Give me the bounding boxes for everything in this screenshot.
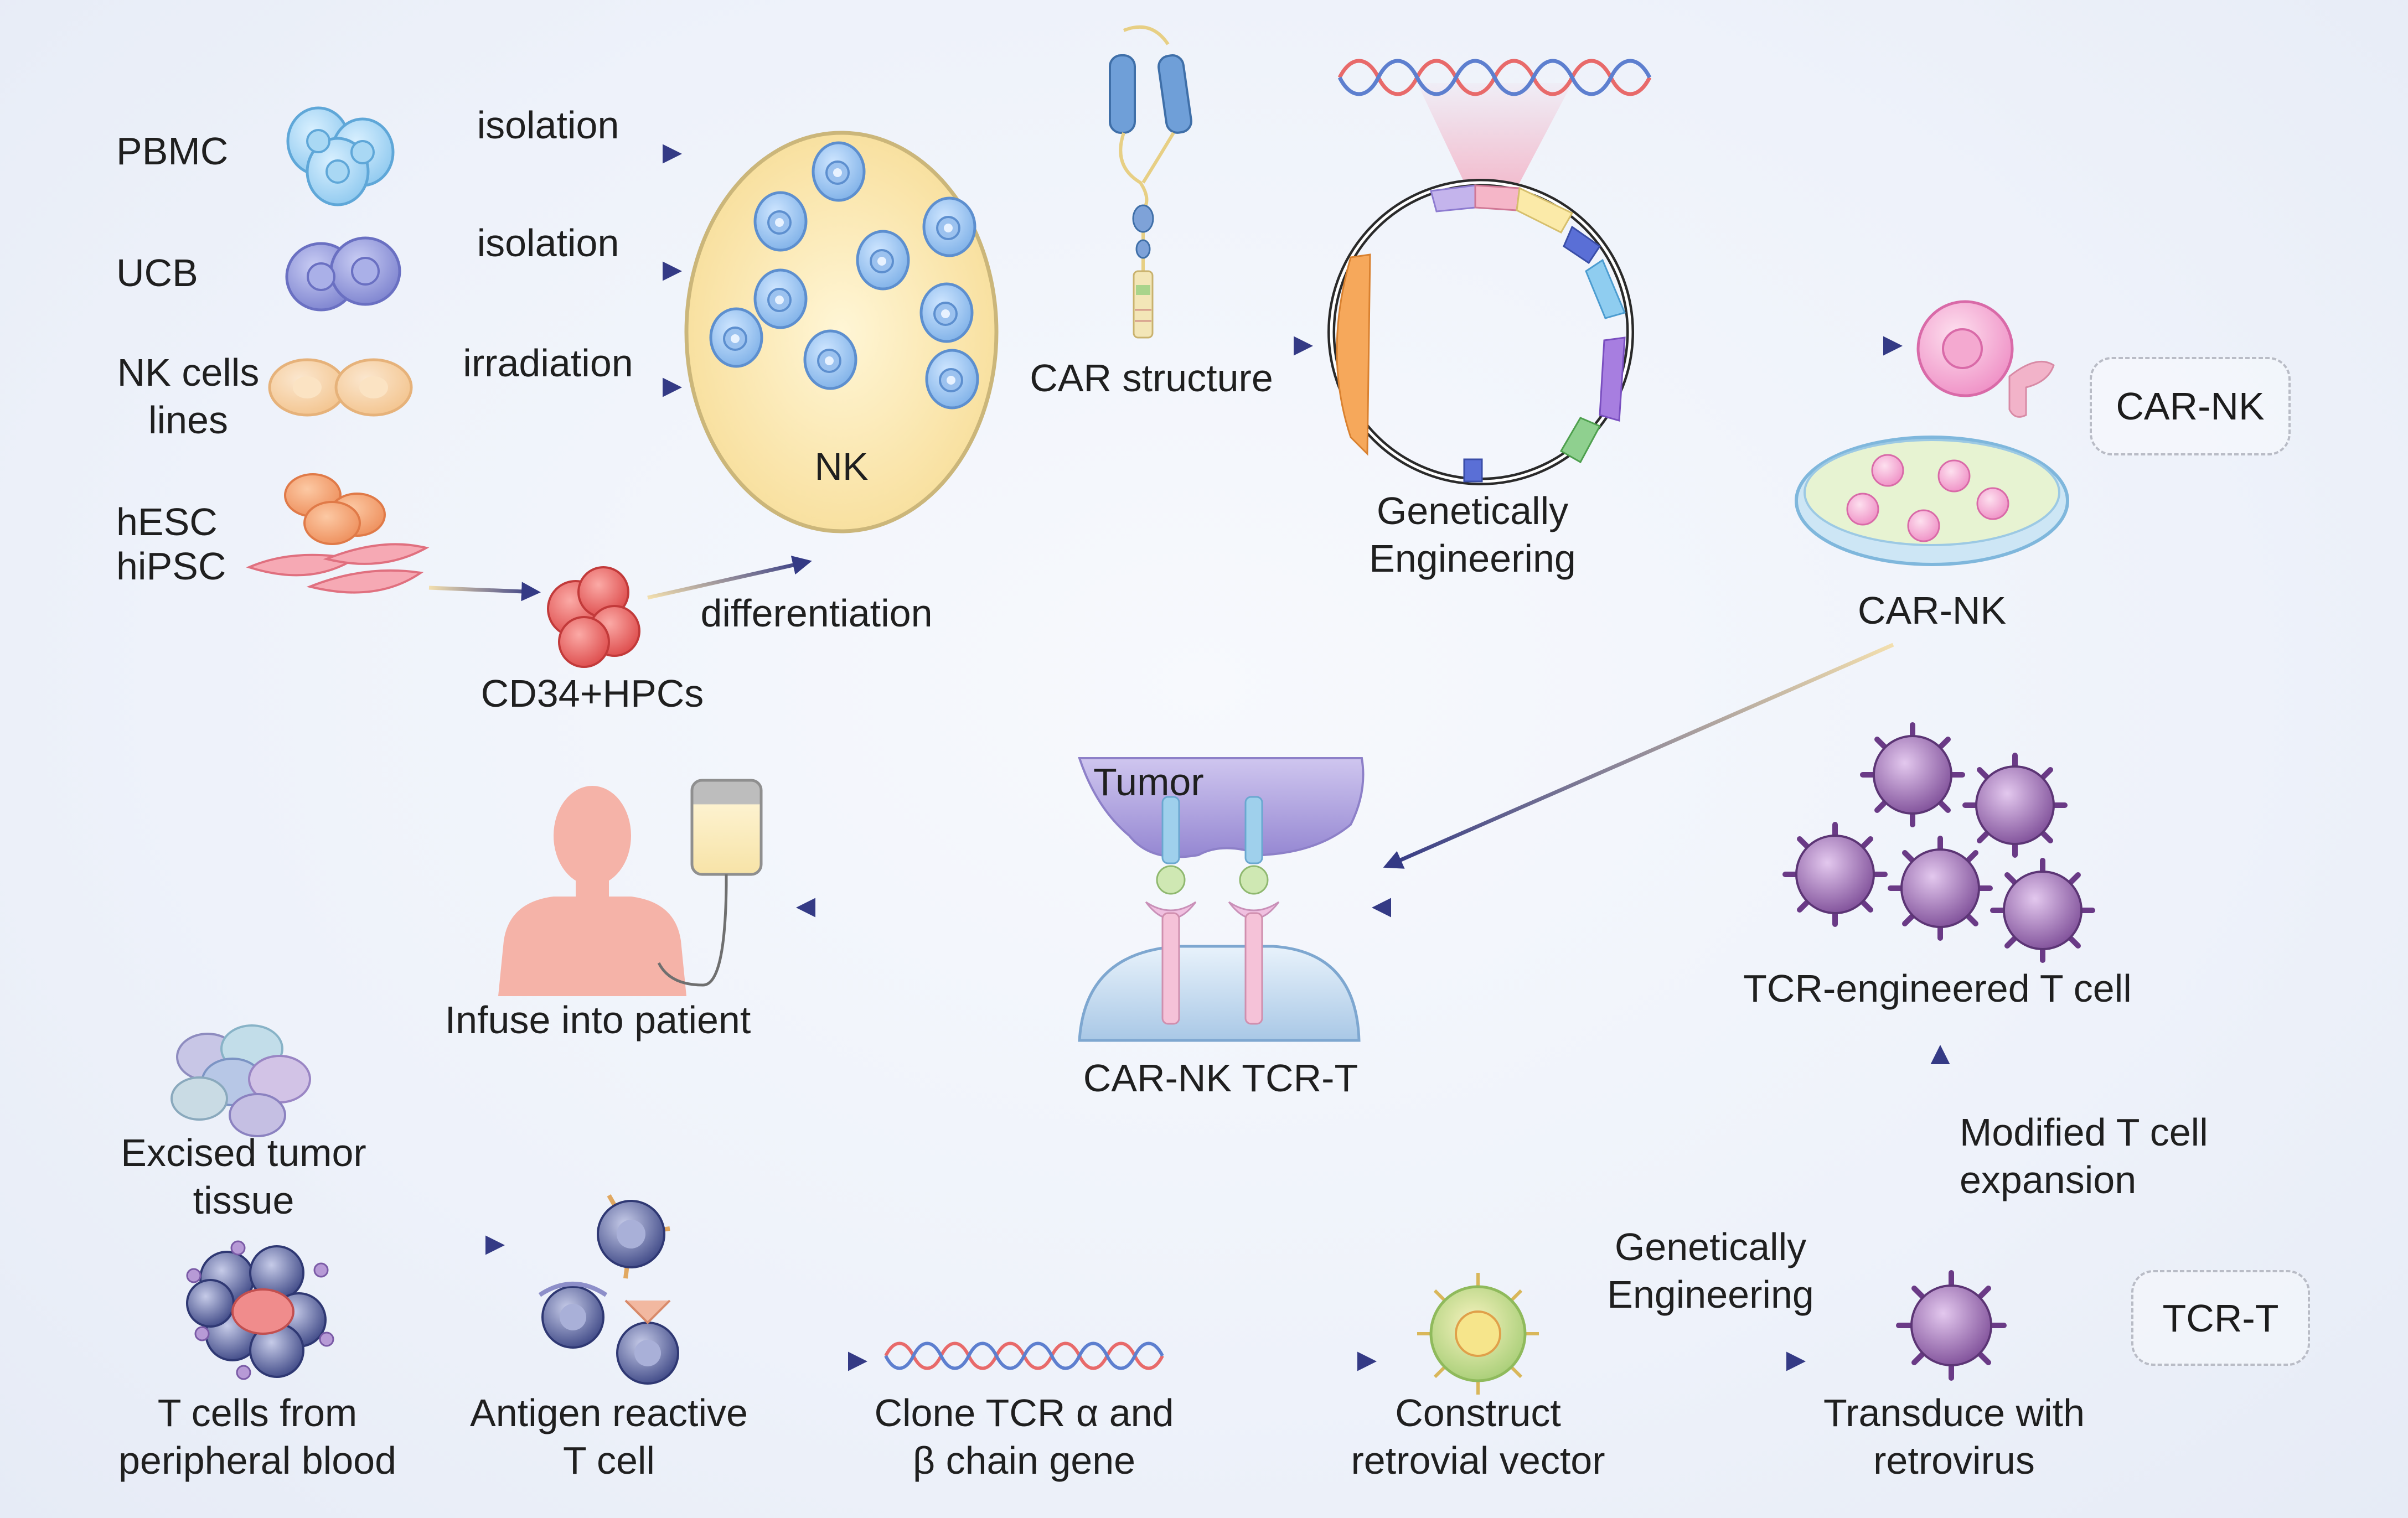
tumor-label: Tumor xyxy=(1093,760,1204,804)
tcr-engineered-t-cell-label: TCR-engineered T cell xyxy=(1743,967,2132,1010)
excised-tumor-tissue-icon xyxy=(170,1024,311,1137)
peripheral-t-cells-label-1: T cells from xyxy=(157,1391,358,1434)
construct-vector-label-2: retrovial vector xyxy=(1351,1439,1605,1482)
retroviral-vector-icon xyxy=(1417,1273,1539,1395)
car-structure-icon xyxy=(1109,25,1192,339)
hesc-cells-icon xyxy=(284,473,386,545)
synapse-label: CAR-NK TCR-T xyxy=(1083,1056,1358,1100)
source-nk-lines-label-2: lines xyxy=(148,398,228,442)
arrow-to-cd34 xyxy=(428,582,541,602)
antigen-reactive-t-cell-icon xyxy=(538,1194,679,1385)
arrow-differentiation xyxy=(647,556,812,600)
cd34-hpc-label: CD34+HPCs xyxy=(480,672,704,715)
immune-cell-dome-icon xyxy=(1078,945,1361,1042)
source-pbmc-label: PBMC xyxy=(116,129,229,173)
source-ucb-label: UCB xyxy=(116,251,198,294)
tcr-engineered-t-cells-icon xyxy=(1782,722,2095,963)
source-nk-lines-label-1: NK cells xyxy=(117,351,260,394)
nk-pool-label: NK xyxy=(814,445,869,488)
car-nk-tag: CAR-NK xyxy=(2090,357,2291,455)
source-hipsc-label: hiPSC xyxy=(116,545,226,588)
transduce-label-2: retrovirus xyxy=(1873,1439,2035,1482)
arrow-carnk-to-synapse xyxy=(1383,643,1894,869)
genetic-engineering-bottom-label-2: Engineering xyxy=(1607,1273,1814,1316)
dna-helix-icon xyxy=(1337,59,1652,188)
tcr-t-tag: TCR-T xyxy=(2131,1270,2310,1366)
excised-tumor-label-1: Excised tumor xyxy=(121,1131,366,1174)
car-nk-dish-icon xyxy=(1795,436,2069,566)
tcr-gene-helix-icon xyxy=(884,1341,1164,1370)
irradiation-step-label: irradiation xyxy=(463,341,633,385)
genetic-engineering-top-label-2: Engineering xyxy=(1369,537,1576,580)
nk-cell-lines-icon xyxy=(268,358,413,417)
ucb-cells-icon xyxy=(285,236,401,312)
car-receptor-right-icon xyxy=(1228,796,1280,1025)
car-receptor-left-icon xyxy=(1145,796,1197,1025)
car-structure-label: CAR structure xyxy=(1030,356,1273,400)
genetic-engineering-bottom-label-1: Genetically xyxy=(1614,1225,1807,1268)
transduced-t-cell-icon xyxy=(1896,1270,2007,1381)
cd34-hpc-cells-icon xyxy=(547,566,640,668)
clone-tcr-label-2: β chain gene xyxy=(912,1439,1136,1482)
clone-tcr-label-1: Clone TCR α and xyxy=(874,1391,1174,1434)
antigen-reactive-label-2: T cell xyxy=(563,1439,655,1482)
patient-icon xyxy=(498,786,686,996)
source-hesc-label: hESC xyxy=(116,500,218,543)
peripheral-t-cells-icon xyxy=(186,1240,334,1380)
genetic-engineering-top-label-1: Genetically xyxy=(1376,489,1569,532)
car-nk-label: CAR-NK xyxy=(1857,589,2007,632)
car-nk-cell-icon xyxy=(1916,300,2055,418)
nk-cell-pool xyxy=(684,131,999,533)
peripheral-t-cells-label-2: peripheral blood xyxy=(118,1439,397,1482)
hipsc-cells-icon xyxy=(246,543,430,594)
infuse-into-patient-label: Infuse into patient xyxy=(445,998,751,1042)
transduce-label-1: Transduce with xyxy=(1823,1391,2085,1434)
modified-expansion-label-2: expansion xyxy=(1960,1158,2137,1201)
isolation-step-label-1: isolation xyxy=(477,103,619,147)
isolation-step-label-2: isolation xyxy=(477,221,619,265)
excised-tumor-label-2: tissue xyxy=(193,1179,294,1222)
construct-vector-label-1: Construct xyxy=(1395,1391,1561,1434)
pbmc-cells-icon xyxy=(286,106,395,206)
modified-expansion-label-1: Modified T cell xyxy=(1960,1111,2208,1154)
plasmid-vector-icon xyxy=(1327,179,1634,485)
tumor-cell-icon xyxy=(1078,757,1365,858)
iv-bag-icon xyxy=(657,779,763,987)
antigen-reactive-label-1: Antigen reactive xyxy=(470,1391,748,1434)
differentiation-step-label: differentiation xyxy=(700,592,933,635)
